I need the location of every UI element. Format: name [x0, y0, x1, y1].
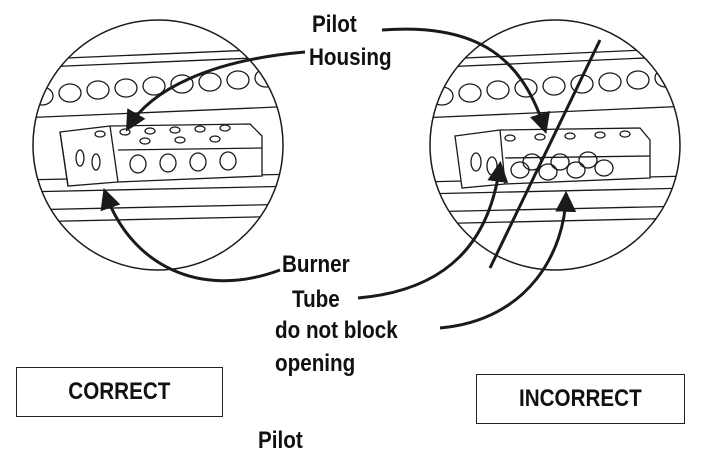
incorrect-label-text: INCORRECT	[519, 385, 642, 412]
arrow-do-not-block	[439, 190, 577, 330]
arrow-burner-tube-correct	[100, 188, 281, 283]
leader-arrows	[100, 27, 577, 330]
arrow-pilot-housing-correct	[125, 50, 306, 132]
correct-panel-label: CORRECT	[16, 367, 223, 417]
incorrect-detail-view	[429, 19, 681, 271]
correct-label-text: CORRECT	[68, 378, 171, 405]
warning-label-line1: do not block	[275, 317, 398, 344]
incorrect-slash-mark	[488, 39, 602, 269]
warning-label-line2: opening	[275, 350, 356, 377]
burner-tube-label-line2: Tube	[292, 286, 340, 313]
burner-tube-label-line1: Burner	[282, 251, 350, 278]
arrow-burner-tube-incorrect	[357, 160, 509, 300]
bottom-caption: Pilot	[258, 427, 303, 454]
pilot-housing-label-line2: Housing	[309, 44, 392, 71]
arrow-pilot-housing-incorrect	[381, 27, 551, 135]
correct-detail-view	[32, 19, 284, 271]
pilot-housing-label-line1: Pilot	[312, 11, 357, 38]
incorrect-panel-label: INCORRECT	[476, 374, 685, 424]
